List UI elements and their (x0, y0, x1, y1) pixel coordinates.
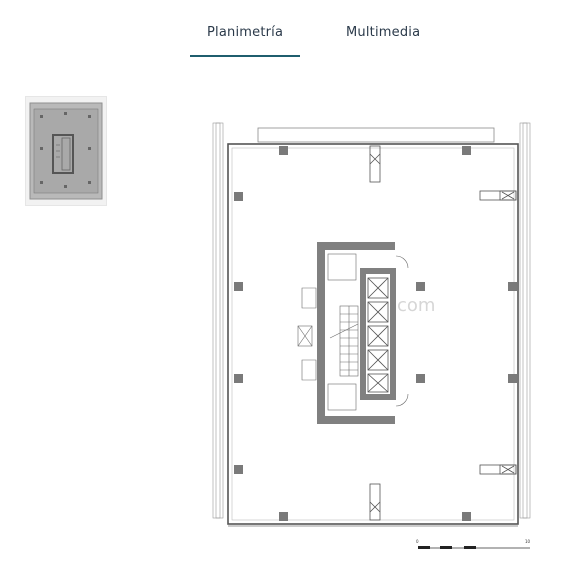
bottom-shaft (369, 483, 381, 521)
left-facade (212, 122, 224, 519)
floorplan-thumbnail[interactable] (25, 96, 107, 206)
scale-end: 10 (525, 539, 531, 544)
building-core (297, 242, 409, 424)
watermark: com (397, 295, 435, 316)
top-shaft (369, 145, 381, 183)
right-facade (519, 122, 531, 519)
active-tab-indicator (190, 55, 300, 57)
scale-bar: 0 10 (416, 539, 531, 549)
thumbnail-plan-drawing (29, 102, 103, 200)
floorplan-drawing: com 0 10 (130, 88, 540, 556)
columns (234, 146, 517, 521)
tab-bar: Planimetría Multimedia (0, 0, 564, 60)
tab-multimedia[interactable]: Multimedia (346, 25, 421, 40)
floorplan-image[interactable]: com 0 10 (130, 88, 540, 556)
tab-planimetria[interactable]: Planimetría (207, 25, 284, 40)
scale-start: 0 (416, 539, 419, 544)
